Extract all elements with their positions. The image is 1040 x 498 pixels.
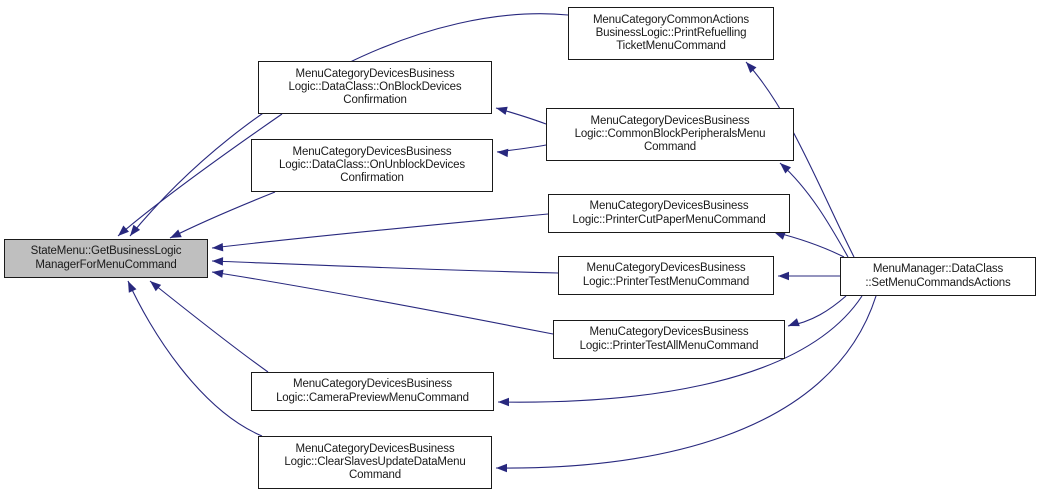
graph-edge-arrowhead [746, 62, 757, 73]
graph-edge-set-menu-commands-actions-to-printer-cut-paper [773, 231, 845, 258]
graph-edge-arrowhead [780, 163, 791, 174]
graph-edge-common-block-peripherals-to-on-unblock-devices-confirmation [496, 144, 547, 153]
graph-node-on-block-devices-confirmation[interactable]: MenuCategoryDevicesBusiness Logic::DataC… [258, 61, 492, 114]
graph-node-printer-test[interactable]: MenuCategoryDevicesBusiness Logic::Print… [558, 256, 774, 295]
graph-edge-printer-cut-paper-to-root [211, 213, 549, 249]
graph-edge-arrowhead [497, 148, 509, 158]
graph-edge-set-menu-commands-actions-to-printer-test-all [787, 295, 847, 327]
graph-edge-on-unblock-devices-confirmation-to-root [169, 191, 276, 239]
graph-edge-arrowhead [150, 281, 162, 292]
graph-edge-printer-test-all-to-root [211, 271, 554, 335]
graph-edge-arrowhead [496, 463, 507, 473]
graph-edge-arrowhead [212, 257, 224, 266]
graph-node-label: StateMenu::GetBusinessLogic ManagerForMe… [30, 245, 182, 271]
graph-node-clear-slaves-update-data[interactable]: MenuCategoryDevicesBusiness Logic::Clear… [258, 436, 492, 489]
graph-node-camera-preview[interactable]: MenuCategoryDevicesBusiness Logic::Camer… [251, 372, 494, 411]
graph-node-label: MenuCategoryDevicesBusiness Logic::Commo… [574, 114, 766, 154]
graph-edge-clear-slaves-update-data-to-root [127, 280, 263, 437]
graph-edge-printer-test-to-root [211, 260, 559, 274]
graph-node-label: MenuCategoryDevicesBusiness Logic::Camer… [276, 378, 469, 404]
graph-edge-camera-preview-to-root [149, 280, 269, 373]
graph-node-label: MenuCategoryDevicesBusiness Logic::DataC… [278, 145, 465, 185]
graph-edge-arrowhead [778, 271, 789, 281]
graph-node-label: MenuCategoryDevicesBusiness Logic::Print… [579, 326, 759, 352]
graph-node-label: MenuCategoryDevicesBusiness Logic::Print… [572, 200, 766, 226]
graph-node-printer-test-all[interactable]: MenuCategoryDevicesBusiness Logic::Print… [553, 320, 785, 359]
graph-edge-arrowhead [788, 318, 800, 327]
graph-edge-arrowhead [118, 225, 129, 236]
graph-edge-set-menu-commands-actions-to-common-block-peripherals [779, 162, 849, 258]
graph-node-label: MenuCategoryDevicesBusiness Logic::DataC… [288, 67, 462, 107]
graph-node-set-menu-commands-actions[interactable]: MenuManager::DataClass ::SetMenuCommands… [840, 257, 1036, 296]
graph-node-label: MenuManager::DataClass ::SetMenuCommands… [865, 263, 1011, 289]
graph-node-print-refuelling-ticket[interactable]: MenuCategoryCommonActions BusinessLogic:… [568, 7, 774, 60]
graph-edge-arrowhead [498, 397, 509, 407]
graph-edge-print-refuelling-ticket-to-root [129, 13, 569, 237]
graph-node-on-unblock-devices-confirmation[interactable]: MenuCategoryDevicesBusiness Logic::DataC… [251, 139, 493, 192]
graph-edge-arrowhead [212, 269, 224, 278]
graph-node-root[interactable]: StateMenu::GetBusinessLogic ManagerForMe… [4, 239, 208, 278]
graph-edge-arrowhead [128, 281, 137, 293]
graph-edge-arrowhead [496, 106, 508, 115]
graph-edge-arrowhead [130, 224, 141, 236]
graph-node-label: MenuCategoryDevicesBusiness Logic::Print… [582, 262, 750, 288]
graph-node-label: MenuCategoryCommonActions BusinessLogic:… [592, 13, 750, 53]
graph-node-common-block-peripherals[interactable]: MenuCategoryDevicesBusiness Logic::Commo… [546, 108, 794, 161]
graph-edge-arrowhead [212, 243, 224, 252]
graph-node-label: MenuCategoryDevicesBusiness Logic::Clear… [284, 442, 466, 482]
graph-node-printer-cut-paper[interactable]: MenuCategoryDevicesBusiness Logic::Print… [548, 194, 790, 233]
graph-edge-common-block-peripherals-to-on-block-devices-confirmation [495, 107, 547, 125]
